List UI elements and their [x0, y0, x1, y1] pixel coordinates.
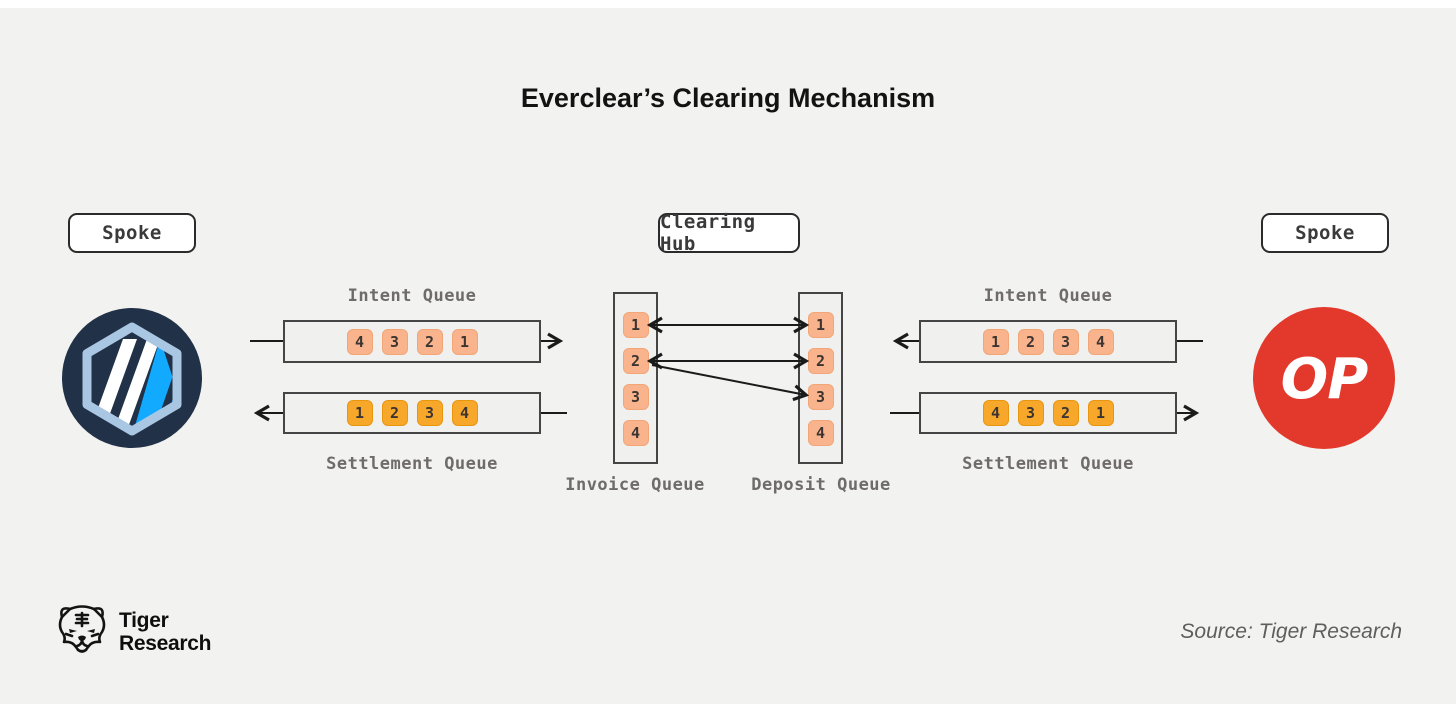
queue-item: 2	[1052, 400, 1079, 426]
queue-item: 2	[1017, 328, 1044, 355]
queue-item: 4	[807, 420, 834, 446]
queue-item: 1	[1087, 400, 1114, 426]
right-intent-queue-label: Intent Queue	[983, 286, 1113, 306]
spoke-right-node: Spoke	[1261, 213, 1389, 253]
queue-item: 4	[346, 328, 373, 355]
queue-item: 4	[982, 400, 1009, 426]
brand-wordmark: Tiger Research	[119, 609, 211, 655]
invoice-queue: 1 2 3 4	[613, 292, 658, 464]
left-settlement-queue-label: Settlement Queue	[326, 454, 498, 474]
queue-item: 3	[622, 384, 649, 410]
clearing-hub-node: Clearing Hub	[658, 211, 800, 255]
queue-item: 4	[451, 400, 478, 426]
queue-item: 2	[381, 400, 408, 426]
left-intent-queue: 4 3 2 1	[283, 320, 541, 363]
spoke-left-label: Spoke	[102, 222, 162, 244]
page-title: Everclear’s Clearing Mechanism	[520, 83, 936, 113]
queue-item: 3	[807, 384, 834, 410]
invoice-queue-label: Invoice Queue	[565, 475, 705, 495]
queue-item: 2	[807, 348, 834, 374]
queue-item: 4	[622, 420, 649, 446]
arbitrum-logo-icon	[61, 307, 203, 449]
left-intent-queue-label: Intent Queue	[347, 286, 477, 306]
queue-item: 2	[416, 328, 443, 355]
queue-item: 3	[1052, 328, 1079, 355]
queue-item: 3	[1017, 400, 1044, 426]
deposit-queue-label: Deposit Queue	[751, 475, 891, 495]
deposit-queue: 1 2 3 4	[798, 292, 843, 464]
right-intent-queue: 1 2 3 4	[919, 320, 1177, 363]
tiger-research-brand: Tiger Research	[54, 601, 211, 663]
queue-item: 3	[381, 328, 408, 355]
queue-item: 3	[416, 400, 443, 426]
right-settlement-queue: 4 3 2 1	[919, 392, 1177, 434]
spoke-right-label: Spoke	[1295, 222, 1355, 244]
right-settlement-queue-label: Settlement Queue	[962, 454, 1134, 474]
queue-item: 2	[622, 348, 649, 374]
queue-item: 1	[451, 328, 478, 355]
brand-line2: Research	[119, 632, 212, 655]
queue-item: 1	[346, 400, 373, 426]
op-logo-text: OP	[1281, 347, 1369, 412]
left-settlement-queue: 1 2 3 4	[283, 392, 541, 434]
clearing-hub-label: Clearing Hub	[660, 211, 756, 255]
source-attribution: Source: Tiger Research	[1180, 620, 1402, 643]
tiger-logo-icon	[54, 601, 110, 663]
queue-item: 1	[807, 312, 834, 338]
brand-line1: Tiger	[119, 609, 169, 632]
queue-item: 1	[982, 328, 1009, 355]
queue-item: 1	[622, 312, 649, 338]
spoke-left-node: Spoke	[68, 213, 196, 253]
op-logo-icon: OP	[1253, 307, 1395, 449]
queue-item: 4	[1087, 328, 1114, 355]
